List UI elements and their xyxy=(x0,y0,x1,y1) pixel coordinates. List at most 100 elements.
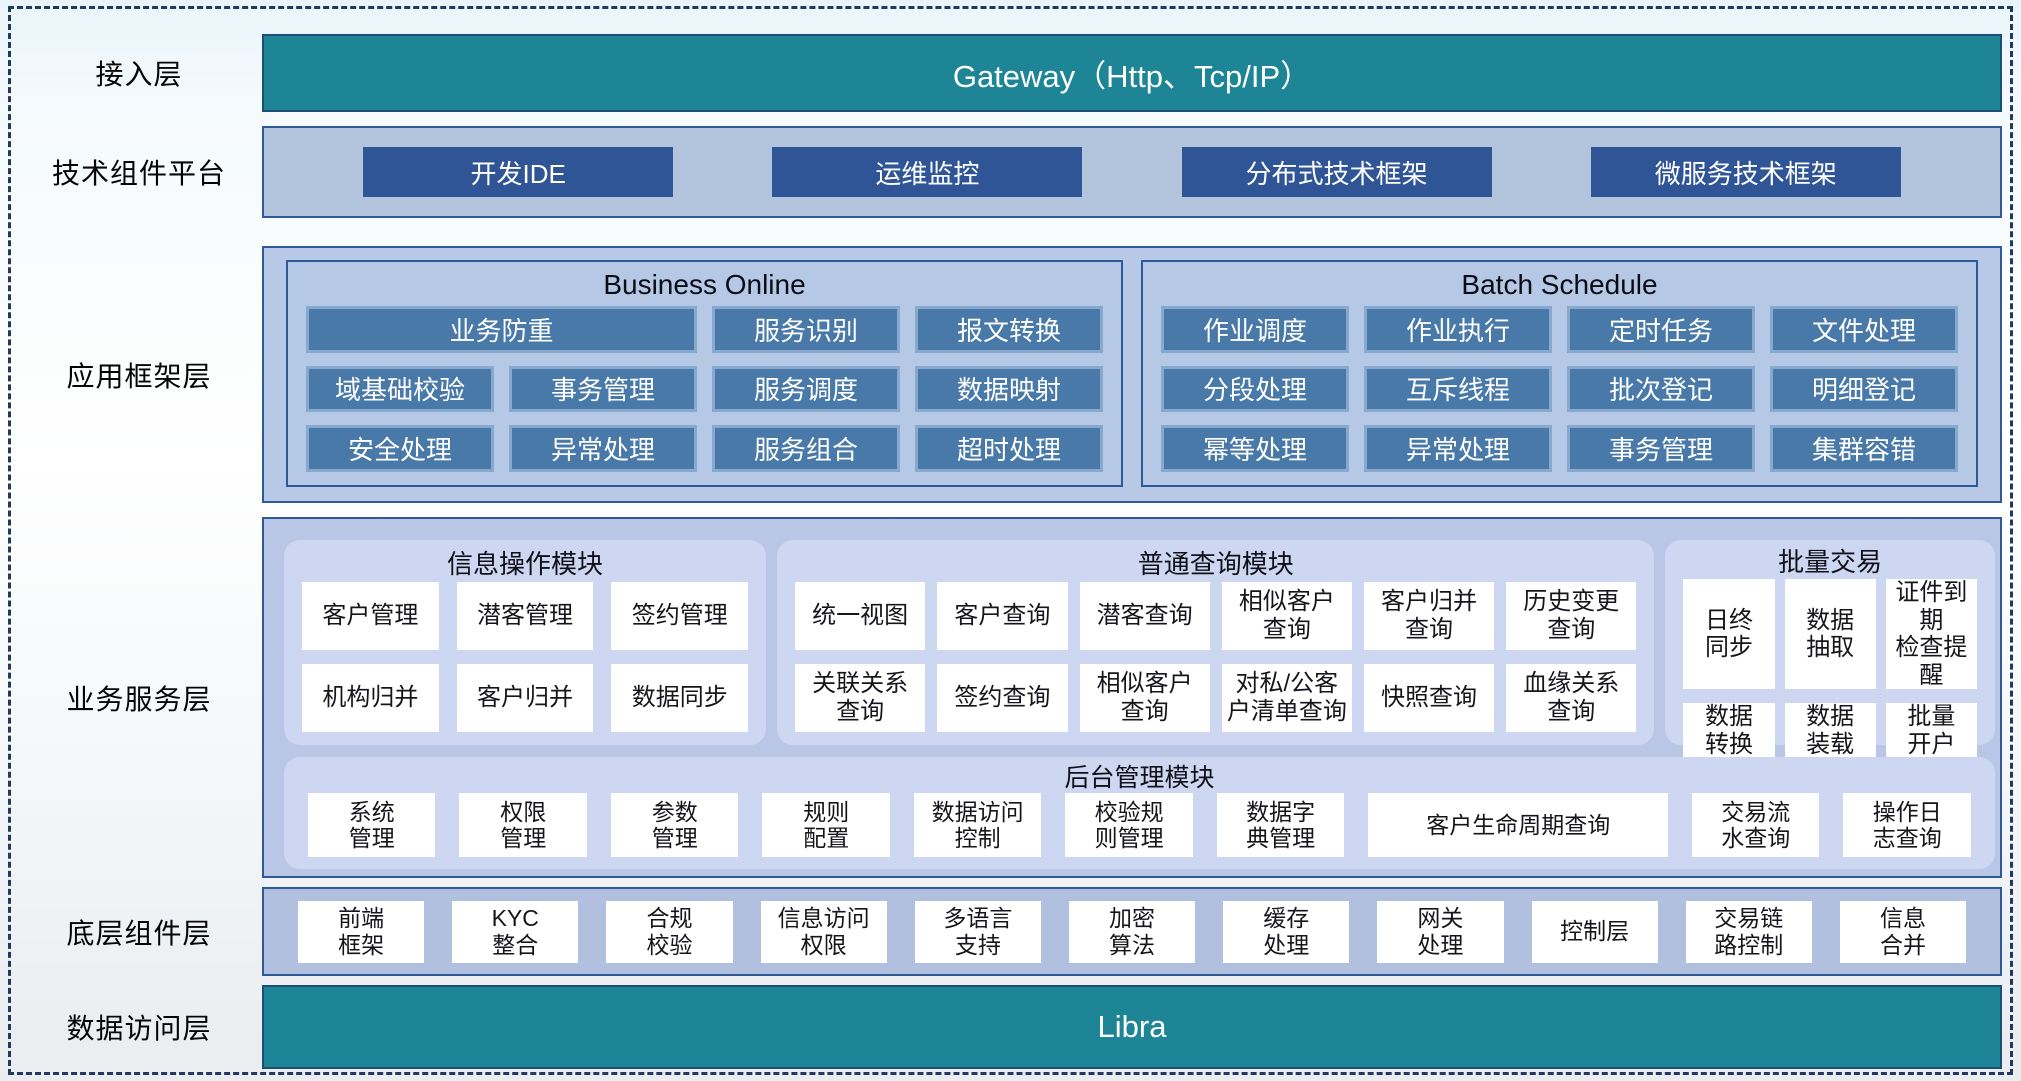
batch-schedule-item: 文件处理 xyxy=(1770,306,1958,353)
admin-module-item: 交易流 水查询 xyxy=(1691,793,1820,857)
libra-bar: Libra xyxy=(262,985,2002,1069)
query-module-item: 相似客户 查询 xyxy=(1079,664,1210,732)
layer-label-business-service: 业务服务层 xyxy=(66,683,212,715)
business-online-item: 服务组合 xyxy=(712,425,900,472)
info-module-item: 机构归并 xyxy=(302,664,439,732)
app-framework-box: Business Online 业务防重服务识别报文转换域基础校验事务管理服务调… xyxy=(262,246,2002,503)
admin-module-item: 客户生命周期查询 xyxy=(1368,793,1668,857)
admin-module-row: 系统 管理权限 管理参数 管理规则 配置数据访问 控制校验规 则管理数据字 典管… xyxy=(308,793,1971,857)
batch-trade-item: 数据 装载 xyxy=(1784,703,1876,759)
admin-module-item: 系统 管理 xyxy=(308,793,436,857)
query-module-item: 相似客户 查询 xyxy=(1221,582,1352,650)
batch-trade-card: 批量交易 日终 同步数据 抽取证件到期 检查提醒数据 转换数据 装载批量 开户 xyxy=(1665,540,1995,759)
tech-platform-item: 分布式技术框架 xyxy=(1181,147,1492,197)
query-module-title: 普通查询模块 xyxy=(1137,548,1294,579)
business-online-panel: Business Online 业务防重服务识别报文转换域基础校验事务管理服务调… xyxy=(286,260,1123,487)
business-online-item: 超时处理 xyxy=(915,425,1103,472)
batch-schedule-title: Batch Schedule xyxy=(1461,269,1658,300)
base-component-item: 网关 处理 xyxy=(1377,900,1504,963)
admin-module-item: 数据访问 控制 xyxy=(913,793,1042,857)
business-online-item: 报文转换 xyxy=(915,306,1103,353)
layer-label-app-framework: 应用框架层 xyxy=(66,360,212,392)
business-online-item: 域基础校验 xyxy=(306,365,494,413)
admin-module-item: 权限 管理 xyxy=(459,793,587,857)
base-component-item: 合规 校验 xyxy=(606,900,733,963)
outer-dashed-frame xyxy=(8,6,2013,1075)
batch-schedule-item: 事务管理 xyxy=(1567,425,1755,472)
batch-trade-item: 证件到期 检查提醒 xyxy=(1885,579,1977,690)
batch-schedule-panel: Batch Schedule 作业调度作业执行定时任务文件处理分段处理互斥线程批… xyxy=(1141,260,1978,487)
info-module-card: 信息操作模块 客户管理潜客管理签约管理机构归并客户归并数据同步 xyxy=(284,540,767,745)
batch-trade-title: 批量交易 xyxy=(1778,547,1883,577)
base-component-item: 信息访问 权限 xyxy=(760,900,887,963)
info-module-item: 数据同步 xyxy=(611,664,749,732)
batch-schedule-item: 集群容错 xyxy=(1770,425,1958,472)
batch-schedule-item: 幂等处理 xyxy=(1161,425,1349,472)
batch-schedule-item: 批次登记 xyxy=(1567,365,1755,413)
business-online-item: 安全处理 xyxy=(306,425,494,472)
query-module-card: 普通查询模块 统一视图客户查询潜客查询相似客户 查询客户归并 查询历史变更 查询… xyxy=(777,540,1655,745)
tech-platform-item: 微服务技术框架 xyxy=(1590,147,1901,197)
base-component-band: 前端 框架 KYC 整合合规 校验信息访问 权限多语言 支持加密 算法缓存 处理网… xyxy=(262,887,2002,976)
admin-module-item: 操作日 志查询 xyxy=(1843,793,1971,857)
tech-platform-item: 运维监控 xyxy=(772,147,1083,197)
batch-schedule-item: 分段处理 xyxy=(1161,365,1349,413)
query-module-item: 对私/公客 户清单查询 xyxy=(1221,664,1352,732)
business-online-item: 服务调度 xyxy=(712,365,900,413)
layer-label-data-access: 数据访问层 xyxy=(66,1013,212,1044)
base-component-item: 缓存 处理 xyxy=(1223,900,1350,963)
tech-platform-item: 开发IDE xyxy=(363,147,674,197)
admin-module-item: 规则 配置 xyxy=(762,793,890,857)
info-module-grid: 客户管理潜客管理签约管理机构归并客户归并数据同步 xyxy=(302,582,749,732)
admin-module-item: 校验规 则管理 xyxy=(1065,793,1193,857)
base-component-item: 加密 算法 xyxy=(1068,900,1196,963)
admin-module-item: 数据字 典管理 xyxy=(1216,793,1345,857)
query-module-item: 关联关系 查询 xyxy=(795,664,926,732)
gateway-title: Gateway（Http、Tcp/IP） xyxy=(952,58,1312,94)
business-online-item: 异常处理 xyxy=(509,425,697,472)
info-module-item: 客户归并 xyxy=(456,664,594,732)
business-online-item: 业务防重 xyxy=(306,306,697,353)
business-online-title: Business Online xyxy=(603,269,806,300)
layer-label-tech-platform: 技术组件平台 xyxy=(51,158,226,189)
batch-schedule-grid: 作业调度作业执行定时任务文件处理分段处理互斥线程批次登记明细登记幂等处理异常处理… xyxy=(1161,306,1958,472)
base-component-item: 控制层 xyxy=(1531,900,1658,963)
admin-module-title: 后台管理模块 xyxy=(1064,764,1215,792)
batch-schedule-item: 定时任务 xyxy=(1567,306,1755,353)
query-module-item: 历史变更 查询 xyxy=(1506,582,1637,650)
service-cards-row: 信息操作模块 客户管理潜客管理签约管理机构归并客户归并数据同步 普通查询模块 统… xyxy=(284,540,1995,759)
query-module-item: 签约查询 xyxy=(937,664,1068,732)
query-module-grid: 统一视图客户查询潜客查询相似客户 查询客户归并 查询历史变更 查询关联关系 查询… xyxy=(795,582,1637,732)
tech-platform-band: 开发IDE 运维监控 分布式技术框架 微服务技术框架 xyxy=(262,126,2002,218)
admin-module-card: 后台管理模块 系统 管理权限 管理参数 管理规则 配置数据访问 控制校验规 则管… xyxy=(284,757,1995,869)
base-component-item: 多语言 支持 xyxy=(914,900,1041,963)
business-online-item: 事务管理 xyxy=(509,365,697,413)
batch-trade-item: 批量 开户 xyxy=(1885,703,1977,759)
query-module-item: 统一视图 xyxy=(795,582,926,650)
business-service-box: 信息操作模块 客户管理潜客管理签约管理机构归并客户归并数据同步 普通查询模块 统… xyxy=(262,517,2002,878)
batch-schedule-item: 异常处理 xyxy=(1364,425,1552,472)
batch-trade-grid: 日终 同步数据 抽取证件到期 检查提醒数据 转换数据 装载批量 开户 xyxy=(1683,579,1977,759)
business-online-item: 服务识别 xyxy=(712,306,900,353)
info-module-item: 签约管理 xyxy=(611,582,749,650)
admin-module-item: 参数 管理 xyxy=(610,793,739,857)
info-module-item: 客户管理 xyxy=(302,582,439,650)
business-online-item: 数据映射 xyxy=(915,365,1103,413)
query-module-item: 快照查询 xyxy=(1363,664,1495,732)
base-component-item: 信息 合并 xyxy=(1839,900,1967,963)
base-component-item: 前端 框架 xyxy=(298,900,425,963)
info-module-item: 潜客管理 xyxy=(456,582,594,650)
query-module-item: 血缘关系 查询 xyxy=(1506,664,1637,732)
batch-trade-item: 数据 转换 xyxy=(1683,703,1775,759)
layer-label-base-component: 底层组件层 xyxy=(66,917,212,949)
libra-title: Libra xyxy=(1097,1009,1167,1044)
query-module-item: 潜客查询 xyxy=(1079,582,1210,650)
batch-schedule-item: 作业调度 xyxy=(1161,306,1349,353)
batch-schedule-item: 明细登记 xyxy=(1770,365,1958,413)
batch-trade-item: 数据 抽取 xyxy=(1784,579,1876,690)
gateway-bar: Gateway（Http、Tcp/IP） xyxy=(262,34,2002,112)
query-module-item: 客户查询 xyxy=(937,582,1068,650)
base-component-item: KYC 整合 xyxy=(452,900,579,963)
layer-label-access: 接入层 xyxy=(95,59,183,90)
